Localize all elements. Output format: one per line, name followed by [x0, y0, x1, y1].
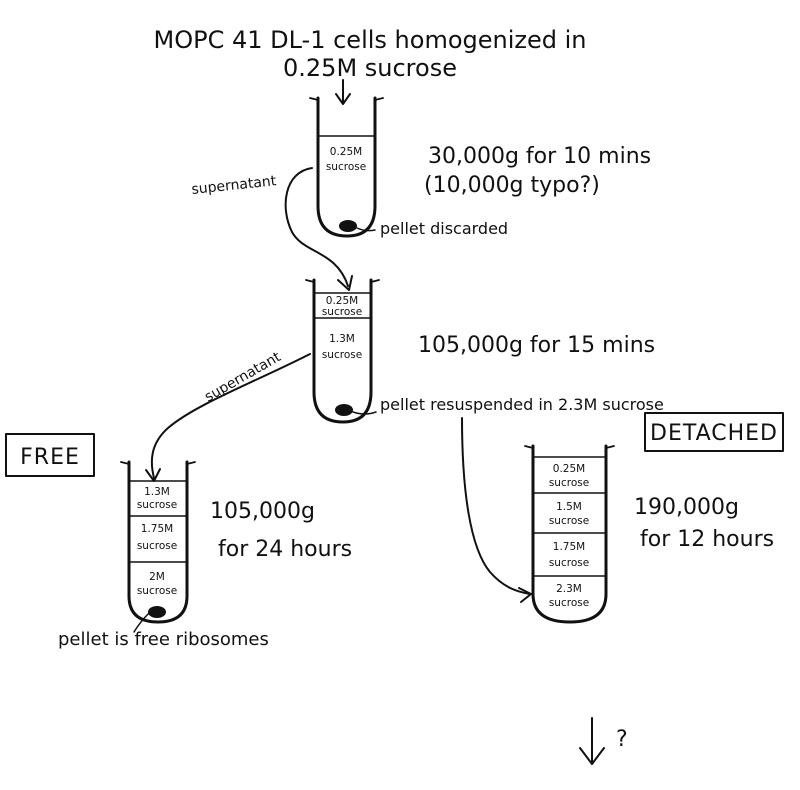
tube-detached: 0.25M sucrose 1.5M sucrose 1.75M sucrose…: [524, 444, 615, 624]
pellet-step2: [335, 404, 353, 416]
next-step-arrow: [579, 717, 605, 765]
arrow-tube2-to-free: [145, 353, 311, 482]
free-layer-3-line2: sucrose: [137, 585, 177, 597]
free-layer-1-line1: 1.3M: [144, 486, 170, 498]
free-pellet-note: pellet is free ribosomes: [58, 629, 269, 650]
free-condition-line-1: 105,000g: [210, 499, 315, 524]
step2-pellet-note: pellet resuspended in 2.3M sucrose: [380, 395, 664, 414]
detached-layer-4-line1: 2.3M: [556, 583, 582, 595]
free-label-box: FREE: [5, 433, 95, 477]
free-label: FREE: [20, 445, 80, 470]
title-line-2: 0.25M sucrose: [283, 54, 457, 82]
tube-free: 1.3M sucrose 1.75M sucrose 2M sucrose: [120, 460, 196, 624]
detached-layer-2-line2: sucrose: [549, 515, 589, 527]
detached-layer-3-line2: sucrose: [549, 557, 589, 569]
tube1-layer-1-line2: sucrose: [326, 161, 366, 173]
tube2-layer-2-line2: sucrose: [322, 349, 362, 361]
tube-step1: 0.25M sucrose: [309, 96, 384, 238]
free-layer-1-line2: sucrose: [137, 499, 177, 511]
tube1-layer-1-line1: 0.25M: [330, 146, 362, 158]
tube2-layer-2-line1: 1.3M: [329, 333, 355, 345]
pellet-free-ribosomes: [148, 606, 166, 618]
free-layer-3-line1: 2M: [149, 571, 165, 583]
detached-layer-1-line2: sucrose: [549, 477, 589, 489]
free-condition-line-2: for 24 hours: [218, 537, 352, 562]
step1-condition-line-2: (10,000g typo?): [424, 173, 600, 198]
tube2-layer-1-line2: sucrose: [322, 306, 362, 318]
detached-layer-1-line1: 0.25M: [553, 463, 585, 475]
tube-step2: 0.25M sucrose 1.3M sucrose: [305, 278, 380, 424]
detached-layer-4-line2: sucrose: [549, 597, 589, 609]
tube2-layer-1-line1: 0.25M: [326, 295, 358, 307]
step2-supernatant-label: supernatant: [202, 349, 284, 406]
detached-label: DETACHED: [650, 421, 778, 446]
step2-condition: 105,000g for 15 mins: [418, 333, 655, 358]
step1-supernatant-label: supernatant: [191, 173, 278, 198]
detached-condition-line-1: 190,000g: [634, 495, 739, 520]
free-layer-2-line1: 1.75M: [141, 523, 173, 535]
arrow-tube2-to-detached: [461, 417, 532, 603]
free-layer-2-line2: sucrose: [137, 540, 177, 552]
pellet-step1: [339, 220, 357, 232]
next-step-question-mark: ?: [616, 727, 628, 752]
arrow-title-to-tube1: [335, 79, 351, 105]
arrow-tube1-to-tube2: [284, 167, 353, 291]
detached-layer-3-line1: 1.75M: [553, 541, 585, 553]
detached-layer-2-line1: 1.5M: [556, 501, 582, 513]
step1-pellet-note: pellet discarded: [380, 219, 508, 238]
step1-condition-line-1: 30,000g for 10 mins: [428, 144, 651, 169]
detached-label-box: DETACHED: [644, 412, 784, 452]
title-line-1: MOPC 41 DL-1 cells homogenized in: [154, 26, 587, 54]
detached-condition-line-2: for 12 hours: [640, 527, 774, 552]
